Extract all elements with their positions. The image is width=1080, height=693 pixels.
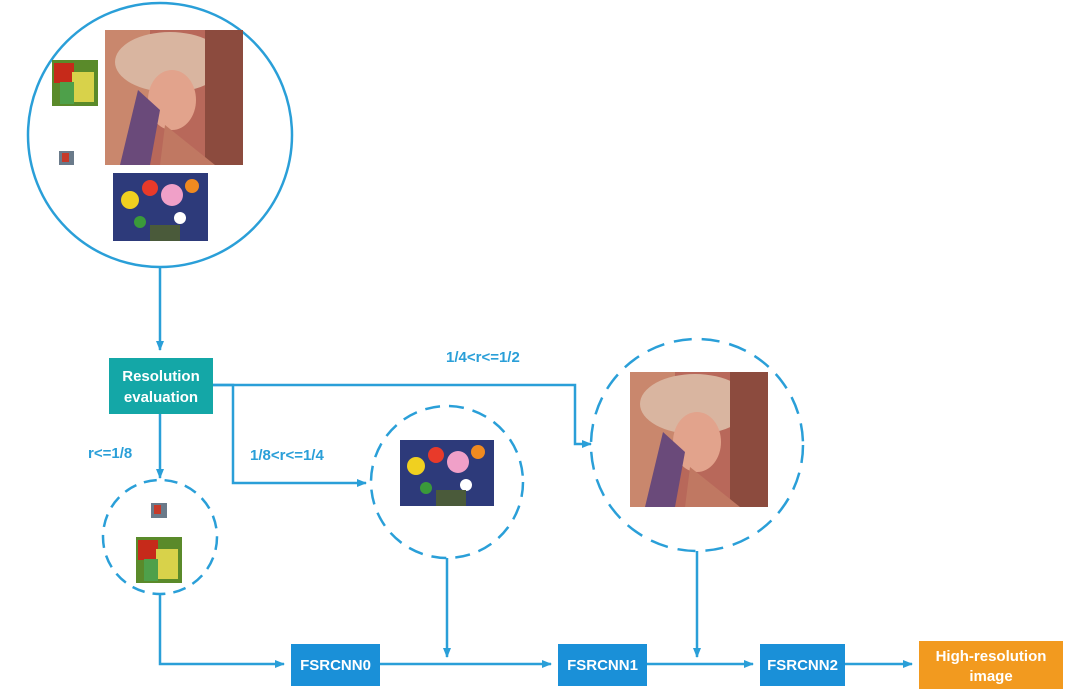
high-resolution-output-box: High-resolution image [919,641,1063,689]
fsrcnn2-box: FSRCNN2 [760,644,845,686]
portrait-image-large [105,30,243,165]
condition-label-mid: 1/8<r<=1/4 [250,447,324,464]
condition-label-high: 1/4<r<=1/2 [446,349,520,366]
fsrcnn0-label: FSRCNN0 [300,657,371,674]
peppers-image-low [136,537,182,583]
resolution-eval-label-line2: evaluation [124,389,198,406]
fsrcnn1-label: FSRCNN1 [567,657,638,674]
portrait-image-high [630,372,768,507]
flowers-image-mid [400,440,494,506]
mid-resolution-group [369,404,525,560]
arrow-eval-to-mid [213,383,367,487]
resolution-evaluation-box: Resolution evaluation [109,358,213,414]
output-label-line1: High-resolution [936,648,1047,665]
tiny-image-thumbnail [59,151,74,165]
high-resolution-group [589,337,805,553]
fsrcnn0-box: FSRCNN0 [291,644,380,686]
mid-resolution-circle [369,404,525,560]
input-collection-circle [26,1,294,269]
condition-label-low: r<=1/8 [88,445,132,462]
high-resolution-circle [589,337,805,553]
fsrcnn1-box: FSRCNN1 [558,644,647,686]
fsrcnn2-label: FSRCNN2 [767,657,838,674]
flowers-image-medium [113,173,208,241]
low-resolution-group [101,478,219,596]
tiny-image-low [151,503,167,518]
resolution-eval-label-line1: Resolution [122,368,200,385]
output-label-line2: image [969,668,1012,685]
arrow-low-to-fsrcnn0 [158,594,285,668]
arrow-eval-to-high [213,383,592,448]
input-images-group [26,1,294,269]
peppers-image-small [52,60,98,106]
